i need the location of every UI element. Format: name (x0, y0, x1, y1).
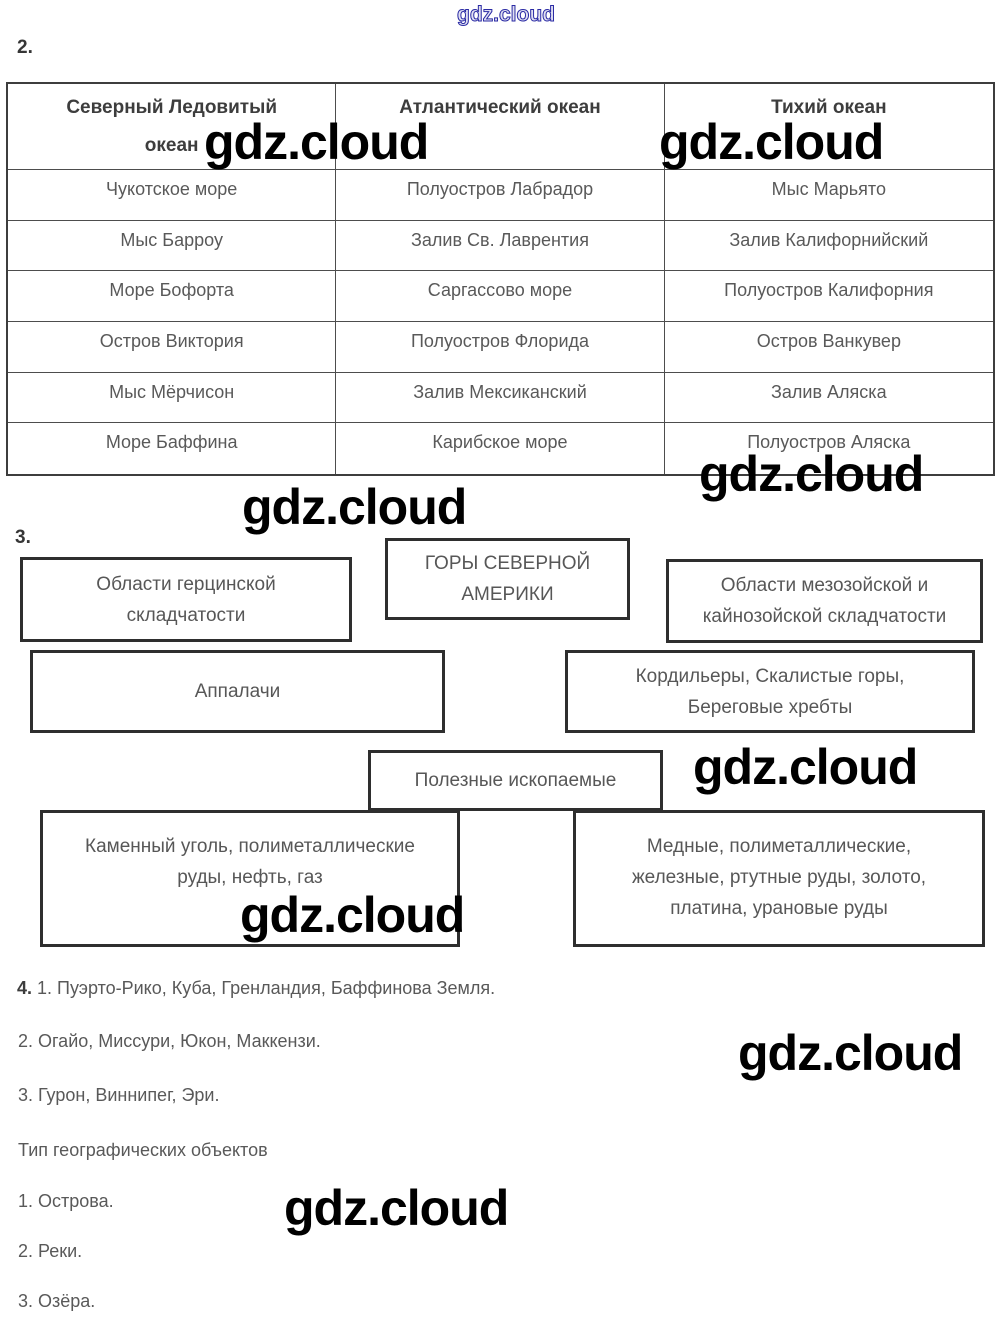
section4-answer-line: 4. 1. Пуэрто-Рико, Куба, Гренландия, Баф… (17, 977, 495, 999)
watermark: gdz.cloud (693, 739, 918, 795)
table-cell: Саргассово море (336, 271, 665, 322)
section4-answer-lakes: 3. Гурон, Виннипег, Эри. (18, 1085, 220, 1105)
diagram-box-minerals: Полезные ископаемые (368, 750, 663, 811)
watermark: gdz.cloud (284, 1180, 509, 1236)
section4-answer-islands: 1. Пуэрто-Рико, Куба, Гренландия, Баффин… (37, 978, 496, 998)
table-cell: Остров Ванкувер (664, 322, 993, 373)
watermark-outline: gdz.cloud (457, 3, 556, 26)
section4-answer-rivers: 2. Огайо, Миссури, Юкон, Маккензи. (18, 1031, 321, 1051)
diagram-box-minerals-right: Медные, полиметаллические, железные, рту… (573, 810, 985, 947)
table-cell: Остров Виктория (8, 322, 337, 373)
table-cell: Карибское море (336, 423, 665, 474)
table-header-arctic: Северный Ледовитый океан (8, 84, 337, 170)
section4-types-heading: Тип географических объектов (18, 1140, 268, 1160)
table-cell: Залив Аляска (664, 373, 993, 424)
diagram-box-title: ГОРЫ СЕВЕРНОЙ АМЕРИКИ (385, 538, 630, 620)
section4-type-rivers: 2. Реки. (18, 1241, 83, 1261)
table-cell: Полуостров Аляска (747, 432, 911, 453)
geography-table: Северный Ледовитый океан Атлантический о… (6, 82, 995, 476)
diagram-box-minerals-left: Каменный уголь, полиметаллические руды, … (40, 810, 460, 947)
table-cell: Залив Св. Лаврентия (336, 220, 665, 272)
watermark: gdz.cloud (738, 1025, 963, 1081)
diagram-box-appalachians: Аппалачи (30, 650, 445, 733)
diagram-box-mesozoic: Области мезозойской и кайнозойской склад… (666, 559, 983, 643)
table-cell: Чукотское море (8, 170, 337, 221)
section4-type-lakes: 3. Озёра. (18, 1291, 96, 1311)
table-cell: Полуостров Лабрадор (336, 170, 665, 221)
table-cell: Море Бофорта (8, 271, 337, 322)
table-cell: Полуостров Калифорния (664, 271, 993, 322)
section4-heading: 4. (17, 978, 33, 998)
table-cell: Залив Калифорнийский (664, 221, 993, 272)
section2-heading: 2. (17, 37, 33, 58)
section3-heading: 3. (15, 527, 31, 548)
table-cell: Мыс Мёрчисон (8, 372, 337, 424)
diagram-box-hercynian: Области герцинской складчатости (20, 557, 352, 642)
table-cell: Мыс Барроу (8, 220, 337, 272)
table-cell: Полуостров Флорида (336, 322, 665, 373)
watermark: gdz.cloud (242, 479, 467, 535)
table-header-pacific: Тихий океан (664, 84, 993, 170)
table-cell: Море Баффина (8, 423, 337, 474)
diagram-box-cordillera: Кордильеры, Скалистые горы, Береговые хр… (565, 650, 975, 733)
table-cell: Залив Мексиканский (336, 372, 665, 424)
table-header-atlantic: Атлантический океан (336, 84, 665, 170)
section4-type-islands: 1. Острова. (18, 1191, 114, 1211)
table-cell: Мыс Марьято (664, 170, 993, 221)
